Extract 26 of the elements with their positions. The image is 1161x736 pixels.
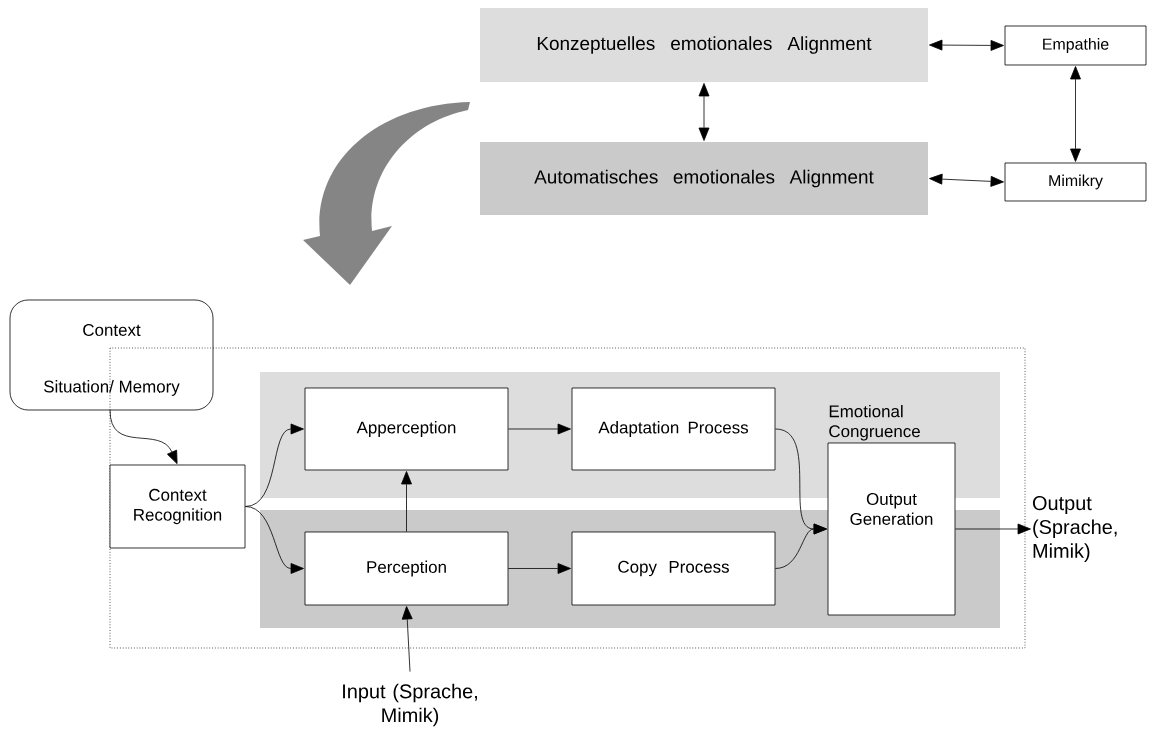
- node-label: Emotional Congruence: [829, 404, 920, 441]
- alignment-band: Konzeptuelles emotionales Alignment: [480, 8, 928, 82]
- process-box: Context Recognition: [109, 464, 246, 549]
- arrow: [508, 563, 571, 574]
- arrow: [775, 523, 827, 569]
- context-box: Context Situation/ Memory: [9, 299, 214, 411]
- process-box: Copy Process: [571, 531, 776, 606]
- arrow: [1070, 66, 1081, 162]
- arrow: [245, 506, 304, 574]
- process-box: Mimikry: [1004, 162, 1147, 202]
- process-box: Perception: [304, 531, 509, 606]
- process-box: Emotional Congruence Output Generation: [827, 404, 956, 616]
- arrow: [508, 423, 571, 435]
- arrow: [929, 173, 1004, 187]
- process-box: Apperception: [304, 387, 509, 471]
- arrow: [401, 606, 413, 672]
- process-box: Adaptation Process: [571, 387, 776, 471]
- process-box: Empathie: [1004, 25, 1147, 66]
- arrow: [955, 523, 1031, 535]
- io-label: Input (Sprache, Mimik): [343, 683, 477, 727]
- arrow: [109, 409, 178, 464]
- arrow: [929, 39, 1004, 51]
- arrow: [698, 83, 710, 141]
- arrow: [401, 471, 412, 532]
- alignment-band: Automatisches emotionales Alignment: [480, 142, 928, 215]
- io-label: Output (Sprache, Mimik): [1032, 496, 1117, 562]
